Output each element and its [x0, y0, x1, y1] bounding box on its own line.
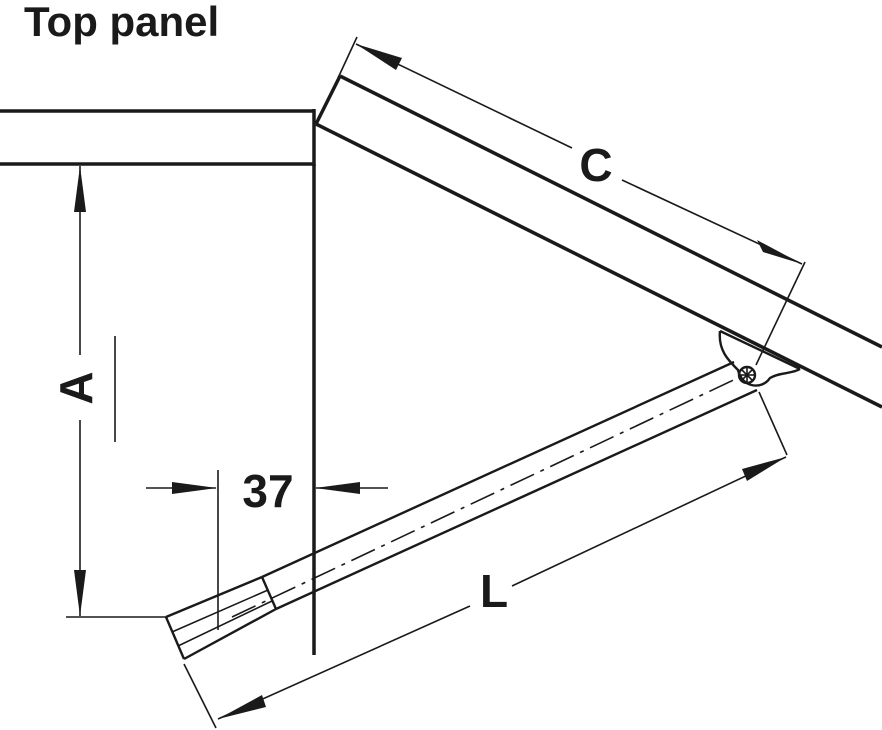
stay-rod	[164, 360, 758, 661]
flap-bracket	[718, 329, 801, 387]
dimension-a-label: A	[50, 371, 102, 404]
dimension-a: A	[50, 166, 168, 618]
top-panel	[0, 109, 316, 166]
dimension-c: C	[337, 36, 806, 366]
dimension-37: 37	[146, 465, 388, 630]
dimension-l-label: L	[480, 565, 508, 617]
diagram-title: Top panel	[24, 0, 219, 45]
dimension-c-label: C	[579, 139, 612, 191]
dimension-37-label: 37	[242, 465, 293, 517]
open-flap	[314, 74, 882, 409]
dimension-l: L	[183, 391, 788, 729]
